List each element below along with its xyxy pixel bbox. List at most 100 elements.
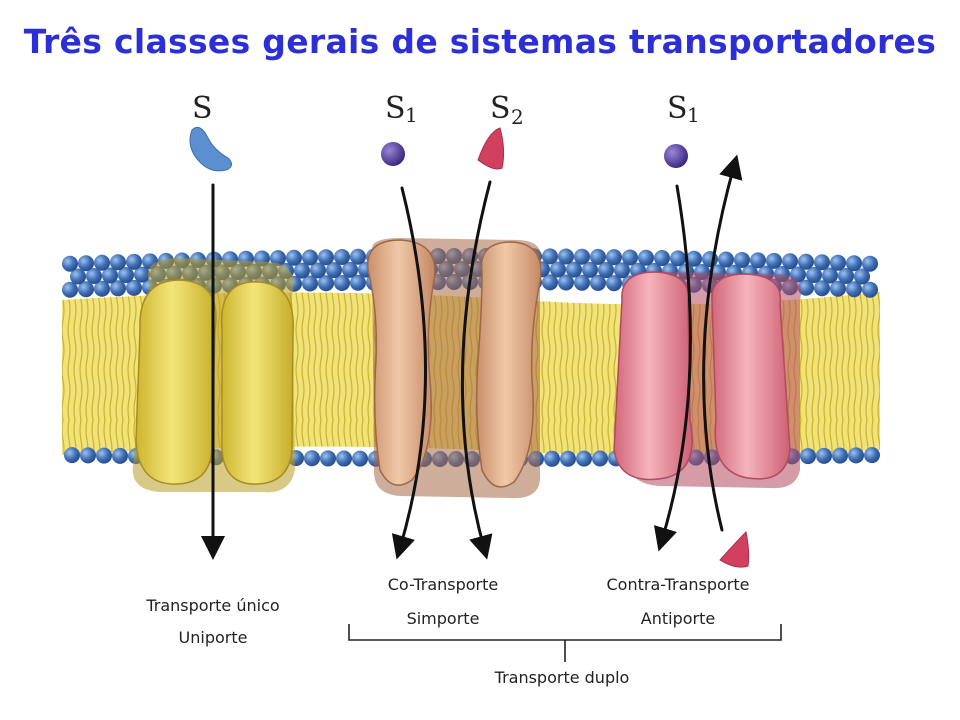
label-symport-line2: Simporte: [406, 609, 480, 628]
lipid-head: [342, 261, 358, 278]
antiporter-protein: [613, 271, 802, 489]
lipid-head: [70, 268, 86, 285]
lipid-head: [302, 249, 318, 266]
lipid-head: [846, 281, 862, 298]
lipid-head: [318, 275, 334, 292]
arrow-antiport-s1: [653, 184, 692, 552]
label-symport-line1: Co-Transporte: [387, 575, 499, 594]
lipid-head: [606, 275, 622, 292]
lipid-head: [582, 261, 598, 278]
lipid-head: [62, 281, 78, 298]
lipid-head: [832, 447, 848, 464]
lipid-head: [622, 249, 638, 266]
lipid-head: [862, 255, 878, 272]
lipid-head: [862, 281, 878, 298]
lipid-head: [718, 251, 734, 268]
label-s2-symport-sub: 2: [511, 105, 524, 129]
lipid-head: [592, 450, 608, 467]
lipid-head: [542, 274, 558, 291]
lipid-head: [576, 450, 592, 467]
label-s1-symport-sub: 1: [405, 103, 418, 127]
lipid-head: [112, 447, 128, 464]
lipid-head: [110, 280, 126, 297]
label-uniport-line1: Transporte único: [146, 596, 280, 615]
lipid-head: [334, 274, 350, 291]
lipid-head: [78, 281, 94, 298]
lipid-head: [816, 447, 832, 464]
lipid-head: [830, 280, 846, 297]
lipid-head: [318, 249, 334, 266]
lipid-head: [734, 251, 750, 268]
arrow-symport-s2: [460, 180, 493, 560]
label-s1-symport: S: [385, 91, 406, 126]
lipid-head: [574, 274, 590, 291]
dual-transport-bracket: [348, 624, 782, 662]
lipid-head: [78, 255, 94, 272]
lipid-head: [286, 249, 302, 266]
lipid-head: [110, 254, 126, 271]
lipid-head: [334, 248, 350, 265]
lipid-head: [822, 267, 838, 284]
lipid-head: [94, 280, 110, 297]
lipid-head: [94, 254, 110, 271]
lipid-head: [606, 249, 622, 266]
substrate-s1-symport: [381, 142, 405, 166]
lipid-head: [550, 261, 566, 278]
diagram-title: Três classes gerais de sistemas transpor…: [23, 22, 937, 61]
lipid-head: [96, 447, 112, 464]
lipid-head: [806, 266, 822, 283]
lipid-head: [614, 262, 630, 279]
lipid-head: [350, 274, 366, 291]
lipid-head: [854, 268, 870, 285]
label-dual-transport: Transporte duplo: [494, 668, 630, 687]
lipid-head: [864, 447, 880, 464]
label-s2-symport: S: [490, 91, 511, 126]
lipid-head: [848, 447, 864, 464]
lipid-head: [544, 450, 560, 467]
lipid-head: [598, 262, 614, 279]
arrow-antiport-s2: [702, 154, 743, 532]
lipid-head: [800, 448, 816, 465]
lipid-head: [798, 253, 814, 270]
label-s-uniport: S: [192, 91, 213, 126]
lipid-head: [798, 279, 814, 296]
lipid-head: [590, 248, 606, 265]
lipid-head: [814, 280, 830, 297]
lipid-head: [86, 268, 102, 285]
substrate-s-uniport: [189, 126, 232, 172]
label-s1-antiport: S: [667, 91, 688, 126]
lipid-head: [638, 249, 654, 266]
lipid-head: [304, 450, 320, 467]
substrate-s1-antiport: [664, 144, 688, 168]
lipid-head: [80, 447, 96, 464]
substrate-s2-antiport: [719, 530, 750, 568]
lipid-head: [102, 267, 118, 284]
lipid-head: [838, 267, 854, 284]
lipid-head: [302, 275, 318, 292]
lipid-head: [126, 253, 142, 270]
lipid-head: [846, 255, 862, 272]
lipid-head: [350, 248, 366, 265]
lipid-head: [310, 262, 326, 279]
label-antiport-line1: Contra-Transporte: [606, 575, 750, 594]
lipid-head: [118, 267, 134, 284]
lipid-head: [830, 254, 846, 271]
lipid-head: [126, 279, 142, 296]
label-uniport-line2: Uniporte: [178, 628, 248, 647]
lipid-head: [566, 261, 582, 278]
substrate-s2-symport: [477, 127, 505, 170]
lipid-head: [766, 252, 782, 269]
lipid-head: [670, 250, 686, 267]
lipid-head: [62, 255, 78, 272]
lipid-head: [64, 447, 80, 464]
lipid-head: [560, 450, 576, 467]
lipid-head: [542, 248, 558, 265]
label-antiport-line2: Antiporte: [640, 609, 716, 628]
lipid-head: [686, 250, 702, 267]
lipid-head: [654, 250, 670, 267]
lipid-head: [336, 450, 352, 467]
lipid-head: [326, 262, 342, 279]
lipid-head: [352, 450, 368, 467]
lipid-head: [750, 252, 766, 269]
